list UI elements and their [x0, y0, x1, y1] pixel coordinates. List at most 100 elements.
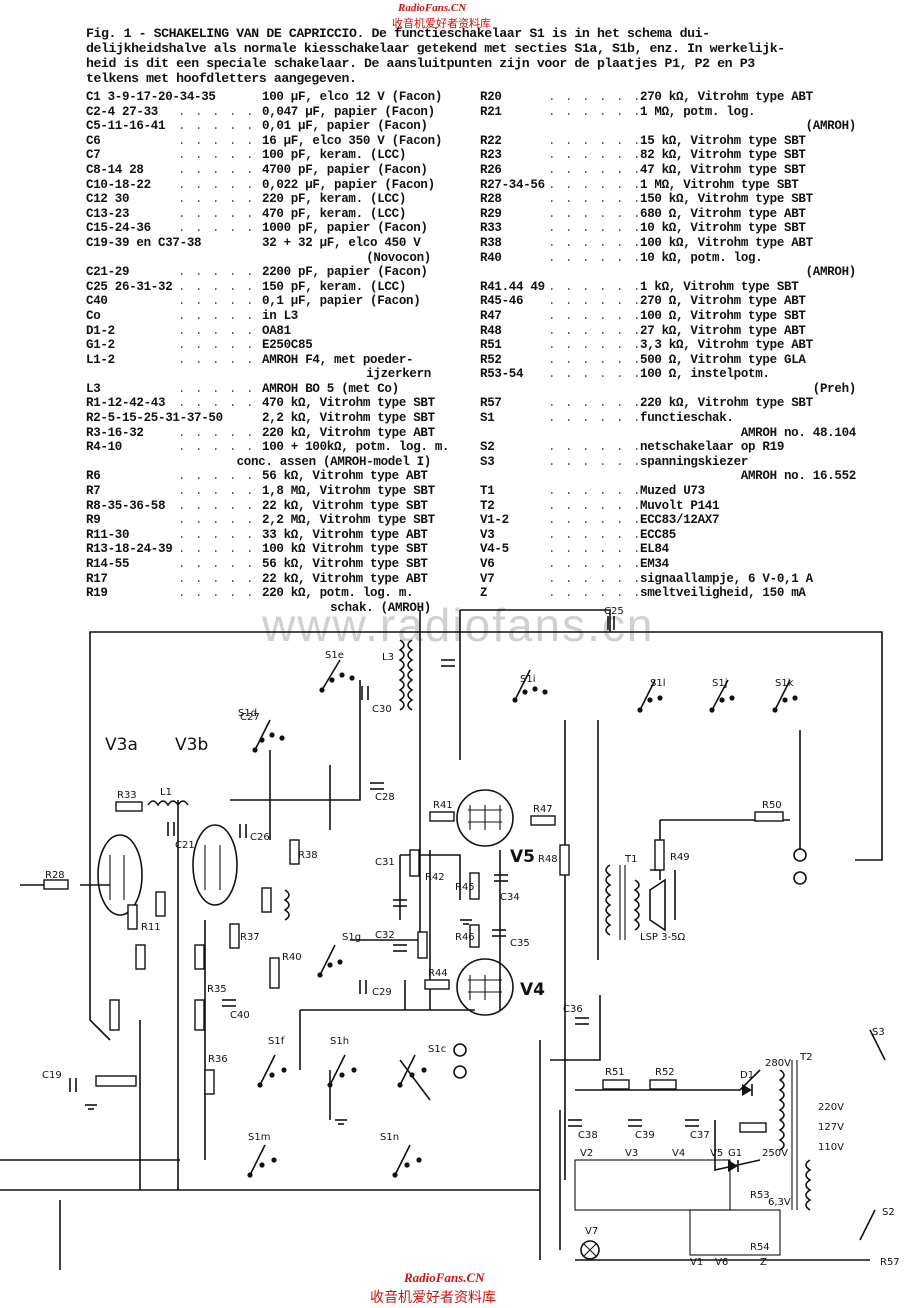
part-row: R41.44 49. . . . . . . . . . . . . . . .…: [480, 280, 856, 295]
part-row: R40. . . . . . . . . . . . . . . . .10 k…: [480, 251, 856, 266]
part-value: 10 kΩ, potm. log.: [640, 250, 763, 265]
leader-dots: . . . . . . . . . . . . . . . . .: [548, 484, 640, 499]
part-value: 2,2 kΩ, Vitrohm type SBT: [262, 411, 435, 426]
part-row: R17. . . . . . . . . . . . . . . . .22 k…: [86, 572, 431, 587]
label-c27: C27: [240, 712, 260, 723]
label-r53: R53: [750, 1190, 770, 1201]
part-row: V3. . . . . . . . . . . . . . . . .ECC85: [480, 528, 856, 543]
part-row: C6. . . . . . . . . . . . . . . . .16 µF…: [86, 133, 442, 149]
part-row: T1. . . . . . . . . . . . . . . . .Muzed…: [480, 484, 856, 499]
part-reference: C40: [86, 294, 108, 309]
part-row: R53-54. . . . . . . . . . . . . . . . .1…: [480, 367, 856, 382]
label-s1f: S1f: [268, 1036, 285, 1047]
leader-dots: . . . . . . . . . . . . . . . . .: [178, 425, 260, 440]
part-row: C13-23. . . . . . . . . . . . . . . . .4…: [86, 207, 431, 222]
part-value: OA81: [262, 323, 291, 338]
leader-dots: . . . . . . . . . . . . . . . . .: [548, 411, 640, 426]
leader-dots: . . . . . . . . . . . . . . . . .: [548, 192, 640, 207]
leader-dots: . . . . . . . . . . . . . . . . .: [178, 381, 260, 396]
label-s2: S2: [882, 1207, 895, 1218]
part-value: 1 kΩ, Vitrohm type SBT: [640, 279, 799, 294]
leader-dots: . . . . . . . . . . . . . . . . .: [178, 396, 260, 411]
part-value: ECC85: [640, 527, 677, 542]
leader-dots: . . . . . . . . . . . . . . . . .: [548, 148, 640, 163]
part-row: ijzerkern: [86, 367, 431, 382]
leader-dots: . . . . . . . . . . . . . . . . .: [548, 279, 640, 294]
part-row: D1-2. . . . . . . . . . . . . . . . .OA8…: [86, 324, 431, 339]
part-row: V4-5. . . . . . . . . . . . . . . . .EL8…: [480, 542, 856, 557]
part-reference: R21: [480, 104, 502, 119]
label-c38: C38: [578, 1130, 598, 1141]
part-reference: S1: [480, 411, 495, 426]
part-row: T2. . . . . . . . . . . . . . . . .Muvol…: [480, 499, 856, 514]
label-s1h: S1h: [330, 1036, 349, 1047]
part-value: 150 pF, keram. (LCC): [262, 279, 407, 294]
label-v3a: V3a: [105, 735, 138, 755]
label-s3: S3: [872, 1027, 885, 1038]
part-reference: R52: [480, 352, 502, 367]
part-row: C21-29. . . . . . . . . . . . . . . . .2…: [86, 265, 431, 280]
part-value: 22 kΩ, Vitrohm type ABT: [262, 571, 428, 586]
part-row: R52. . . . . . . . . . . . . . . . .500 …: [480, 353, 856, 368]
part-value: 22 kΩ, Vitrohm type SBT: [262, 498, 428, 513]
part-value: E250C85: [262, 338, 313, 353]
part-value: 3,3 kΩ, Vitrohm type ABT: [640, 338, 813, 353]
part-row: C25 26-31-32. . . . . . . . . . . . . . …: [86, 280, 431, 295]
leader-dots: . . . . . . . . . . . . . . . . .: [178, 119, 260, 134]
label-heater-v6: V6: [715, 1257, 728, 1268]
label-heater-v4: V4: [672, 1148, 685, 1159]
part-reference: R6: [86, 469, 101, 484]
label-t2: T2: [799, 1052, 812, 1063]
parts-list-right: R20. . . . . . . . . . . . . . . . .270 …: [480, 90, 856, 601]
part-continuation: (AMROH): [805, 119, 857, 134]
label-r48: R48: [538, 854, 558, 865]
part-reference: R57: [480, 396, 502, 411]
label-l1: L1: [160, 787, 172, 798]
part-continuation: ijzerkern: [366, 367, 431, 382]
part-value: 680 Ω, Vitrohm type ABT: [640, 206, 806, 221]
label-c28: C28: [375, 792, 395, 803]
part-row: AMROH no. 16.552: [480, 469, 857, 484]
label-s1d: S1d: [238, 708, 257, 719]
watermark-center: www.radiofans.cn: [262, 599, 655, 651]
part-reference: R40: [480, 250, 502, 265]
label-r51: R51: [605, 1067, 625, 1078]
part-value: Muzed U73: [640, 484, 705, 499]
part-row: AMROH no. 48.104: [480, 426, 857, 441]
part-row: C40. . . . . . . . . . . . . . . . .0,1 …: [86, 294, 431, 309]
label-220v: 220V: [818, 1102, 844, 1113]
watermark-top-cn: 收音机爱好者资料库: [392, 17, 491, 30]
part-row: (Novocon): [86, 251, 431, 266]
leader-dots: . . . . . . . . . . . . . . . . .: [548, 162, 640, 177]
leader-dots: . . . . . . . . . . . . . . . . .: [178, 133, 260, 148]
label-c31: C31: [375, 857, 395, 868]
leader-dots: . . . . . . . . . . . . . . . . .: [178, 527, 260, 542]
part-row: R45-46. . . . . . . . . . . . . . . . .2…: [480, 294, 856, 309]
part-value: signaallampje, 6 V-0,1 A: [640, 571, 813, 586]
part-value: 0,047 µF, papier (Facon): [262, 104, 435, 119]
part-value: 220 kΩ, potm. log. m.: [262, 586, 414, 601]
part-reference: R23: [480, 148, 502, 163]
label-v5: V5: [510, 847, 535, 867]
leader-dots: . . . . . . . . . . . . . . . . .: [548, 177, 640, 192]
part-value: 500 Ω, Vitrohm type GLA: [640, 352, 806, 367]
part-reference: R4-10: [86, 440, 123, 455]
part-reference: R3-16-32: [86, 425, 144, 440]
leader-dots: . . . . . . . . . . . . . . . . .: [178, 338, 260, 353]
label-280v: 280V: [765, 1058, 791, 1069]
leader-dots: . . . . . . . . . . . . . . . . .: [548, 396, 640, 411]
part-reference: R1-12-42-43: [86, 396, 166, 411]
part-value: 32 + 32 µF, elco 450 V: [262, 235, 421, 250]
part-value: 270 kΩ, Vitrohm type ABT: [640, 90, 813, 104]
leader-dots: . . . . . . . . . . . . . . . . .: [548, 513, 640, 528]
part-reference: C2-4 27-33: [86, 104, 159, 119]
caption-line: heid is dit een speciale schakelaar. De …: [86, 56, 755, 71]
leader-dots: . . . . . . . . . . . . . . . . .: [548, 440, 640, 455]
label-r33: R33: [117, 790, 137, 801]
leader-dots: . . . . . . . . . . . . . . . . .: [548, 542, 640, 557]
part-value: 2200 pF, papier (Facon): [262, 265, 428, 280]
leader-dots: . . . . . . . . . . . . . . . . .: [548, 586, 640, 601]
part-value: 47 kΩ, Vitrohm type SBT: [640, 162, 806, 177]
part-value: in L3: [262, 308, 299, 323]
label-r54: R54: [750, 1242, 770, 1253]
